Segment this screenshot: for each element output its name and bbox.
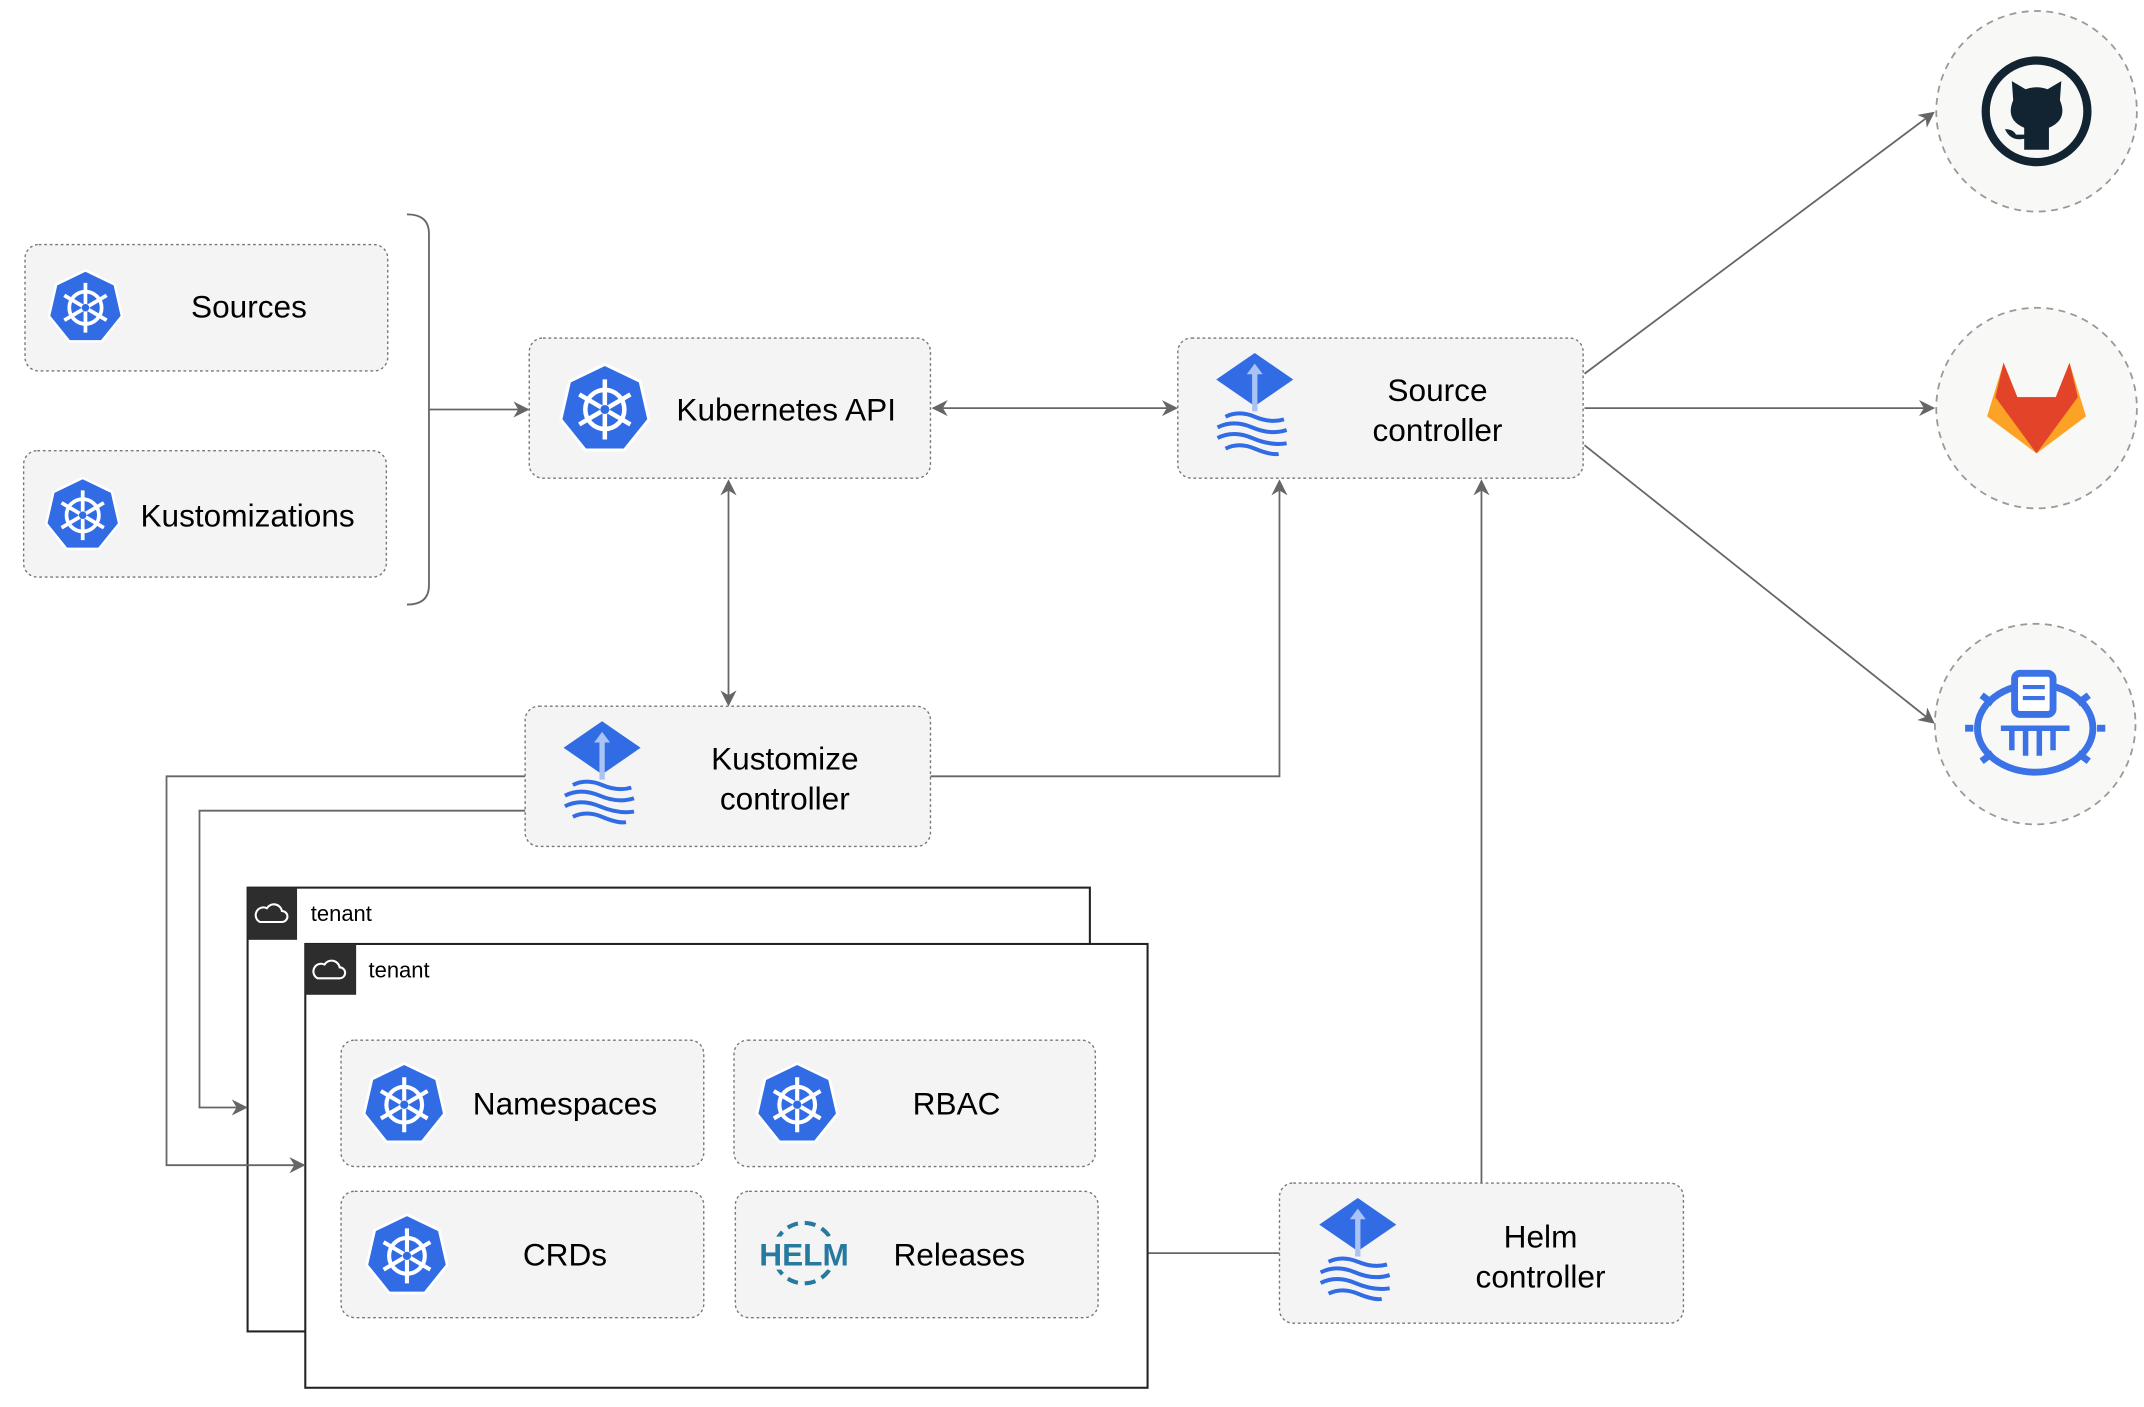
svg-text:Kubernetes API: Kubernetes API	[676, 391, 896, 427]
svg-text:Releases: Releases	[893, 1236, 1025, 1272]
edge-source-to-helm-repo	[1583, 444, 1935, 724]
edge-source-to-github	[1583, 111, 1935, 375]
node-releases[interactable]: HELM Releases	[734, 1190, 1099, 1319]
helm-repository-node[interactable]	[1933, 622, 2137, 826]
node-sources[interactable]: Sources	[24, 243, 389, 372]
svg-text:controller: controller	[720, 780, 850, 816]
svg-text:Namespaces: Namespaces	[473, 1085, 657, 1121]
edge-kustomize-to-source	[930, 479, 1288, 778]
edge-kustomize-to-tenant-front	[165, 775, 526, 1174]
node-namespaces[interactable]: Namespaces	[340, 1039, 705, 1168]
sources-brace	[406, 213, 430, 606]
node-crds[interactable]: CRDs	[340, 1190, 705, 1319]
node-helm-controller[interactable]: Helm controller	[1278, 1182, 1685, 1324]
node-source-controller[interactable]: Source controller	[1177, 337, 1584, 479]
gitlab-node[interactable]	[1935, 306, 2138, 510]
github-icon	[1981, 56, 2092, 167]
svg-text:Helm: Helm	[1504, 1219, 1578, 1255]
svg-text:controller: controller	[1476, 1258, 1606, 1294]
tenant-label: tenant	[311, 901, 372, 926]
helm-icon: HELM	[759, 1220, 849, 1286]
svg-text:Sources: Sources	[191, 288, 307, 324]
node-kubernetes-api[interactable]: Kubernetes API	[528, 337, 932, 479]
tenant-label: tenant	[369, 958, 430, 983]
node-kustomizations[interactable]: Kustomizations	[22, 449, 388, 578]
node-kustomize-controller[interactable]: Kustomize controller	[524, 705, 932, 848]
svg-text:controller: controller	[1373, 412, 1503, 448]
gitlab-icon	[1987, 362, 2087, 454]
helm-repository-icon	[1965, 669, 2106, 776]
github-node[interactable]	[1935, 10, 2138, 213]
svg-text:RBAC: RBAC	[913, 1085, 1001, 1121]
edge-kustomize-to-tenant-back	[198, 809, 526, 1116]
svg-text:Kustomize: Kustomize	[711, 740, 858, 776]
svg-text:CRDs: CRDs	[523, 1236, 607, 1272]
node-rbac[interactable]: RBAC	[733, 1039, 1097, 1168]
svg-text:Kustomizations: Kustomizations	[140, 497, 354, 533]
svg-text:HELM: HELM	[759, 1236, 849, 1272]
svg-text:Source: Source	[1387, 372, 1487, 408]
